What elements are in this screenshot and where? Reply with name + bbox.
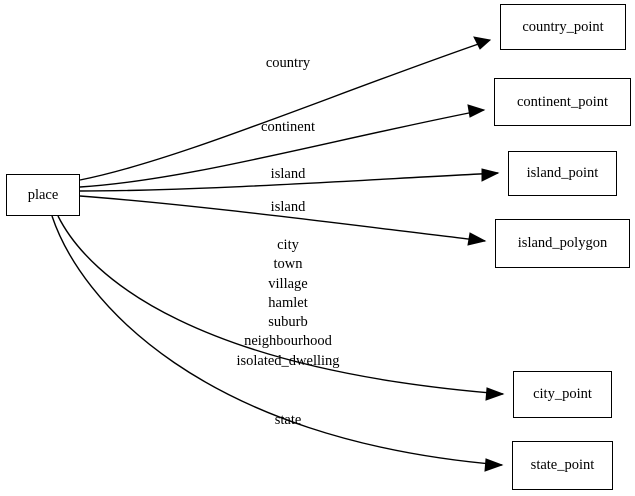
- edge-label-island-point: island: [270, 166, 306, 182]
- edge-continent-arrowhead: [467, 104, 486, 118]
- edge-city-line: [57, 215, 504, 395]
- edge-label-city-group: city town village hamlet suburb neighbou…: [236, 237, 340, 369]
- edge-island-polygon-line: [79, 195, 486, 242]
- edge-island-point-line: [79, 172, 499, 192]
- node-continent-point[interactable]: continent_point: [494, 78, 631, 126]
- node-island-point[interactable]: island_point: [508, 151, 617, 196]
- edge-island-polygon[interactable]: [79, 195, 487, 246]
- edge-country-line: [79, 39, 491, 181]
- edge-island-point-arrowhead: [481, 168, 500, 182]
- node-place-label: place: [27, 186, 59, 203]
- edge-island-polygon-arrowhead: [467, 232, 487, 246]
- edge-continent[interactable]: [79, 104, 486, 188]
- edge-continent-line: [79, 109, 485, 188]
- node-state-point[interactable]: state_point: [512, 441, 613, 490]
- edge-label-island-polygon: island: [270, 199, 306, 215]
- edge-label-country: country: [265, 55, 311, 71]
- node-island-point-label: island_point: [526, 165, 599, 182]
- node-state-point-label: state_point: [530, 457, 595, 474]
- node-continent-point-label: continent_point: [516, 93, 608, 110]
- edge-state-arrowhead: [484, 458, 504, 472]
- edge-city[interactable]: [57, 215, 505, 401]
- node-city-point-label: city_point: [533, 386, 592, 403]
- edge-island-point[interactable]: [79, 168, 500, 192]
- edge-state[interactable]: [51, 215, 504, 472]
- edge-label-state: state: [274, 412, 302, 428]
- node-place[interactable]: place: [6, 174, 80, 216]
- node-city-point[interactable]: city_point: [513, 371, 612, 418]
- node-country-point[interactable]: country_point: [500, 4, 626, 50]
- node-country-point-label: country_point: [522, 18, 604, 35]
- edge-city-arrowhead: [485, 387, 505, 401]
- node-island-polygon[interactable]: island_polygon: [495, 219, 630, 268]
- edge-country-arrowhead: [473, 36, 492, 50]
- edge-country[interactable]: [79, 36, 492, 181]
- edge-label-continent: continent: [261, 119, 315, 135]
- node-island-polygon-label: island_polygon: [517, 235, 608, 252]
- edge-state-line: [51, 215, 503, 466]
